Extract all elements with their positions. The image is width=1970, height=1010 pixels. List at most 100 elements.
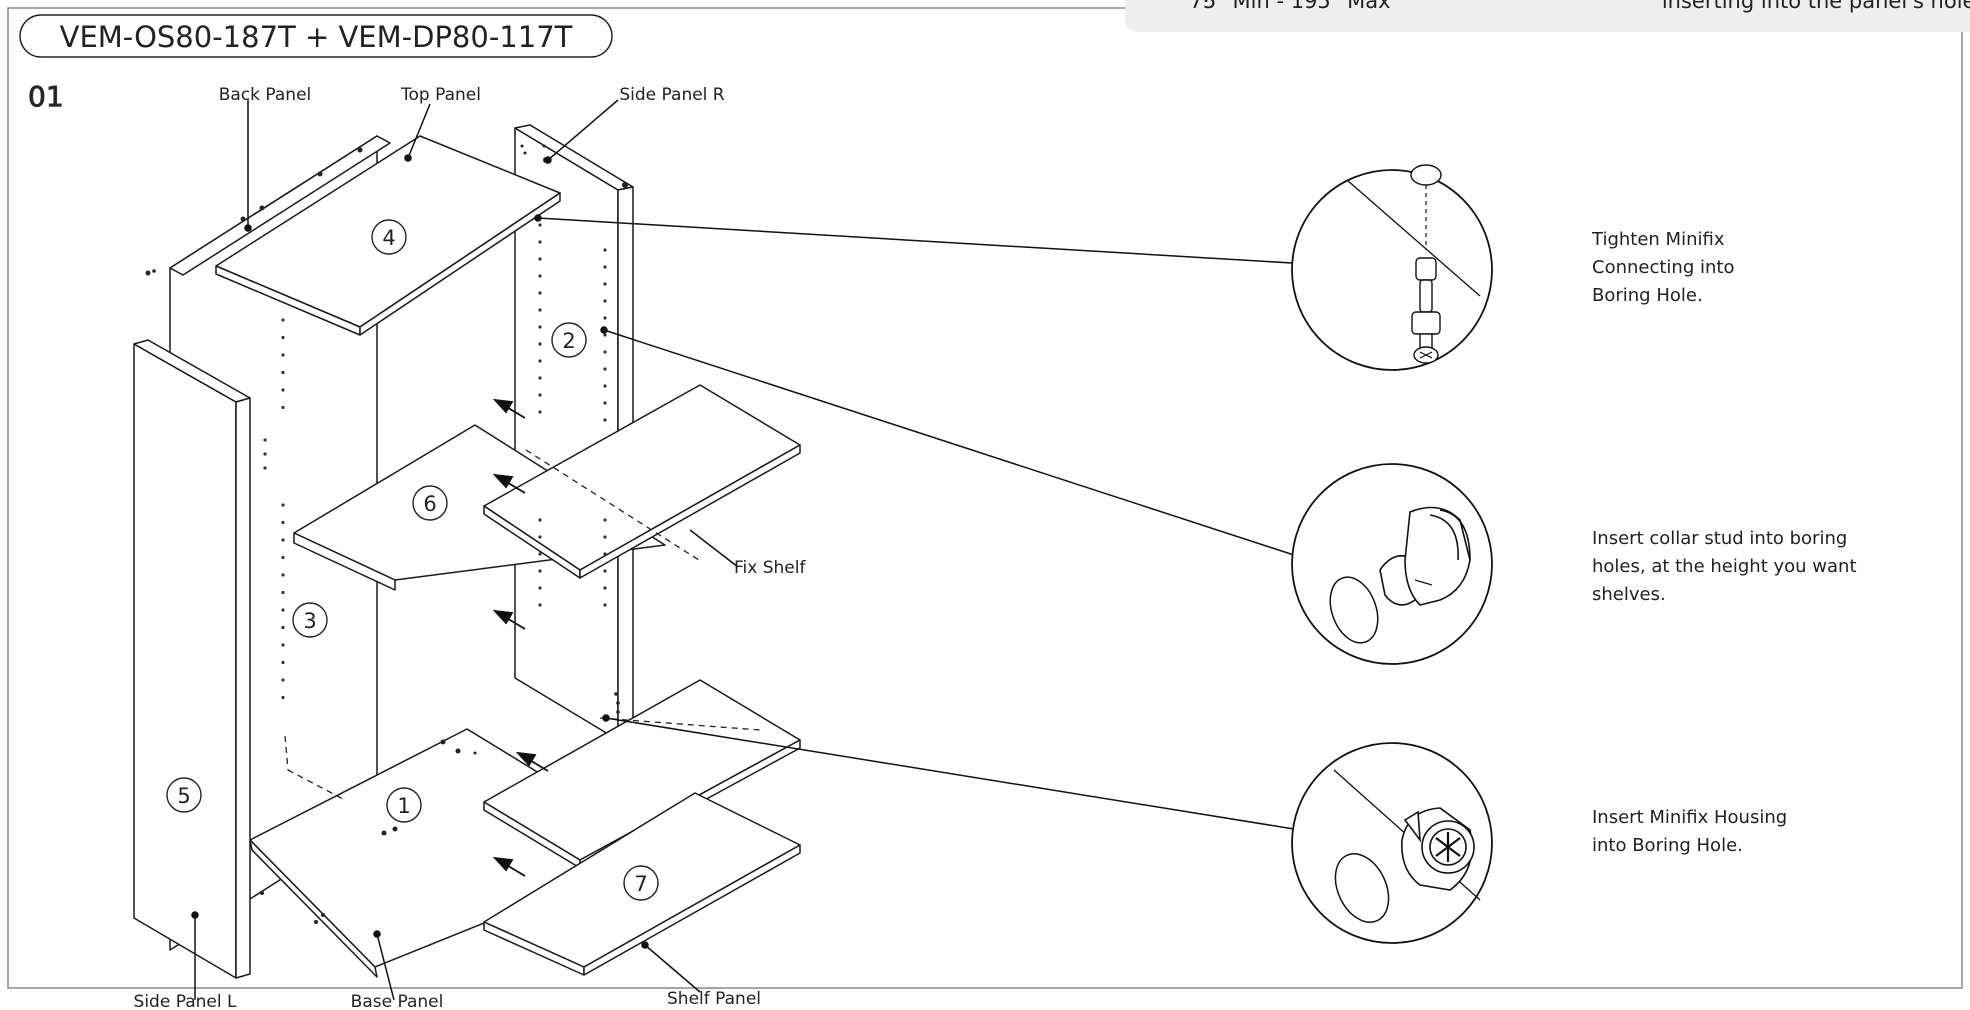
boring-hole xyxy=(281,388,285,392)
banner-text-right: inserting into the panel's hole. xyxy=(1662,0,1970,13)
part-number-1: 1 xyxy=(386,787,422,823)
boring-hole xyxy=(281,335,285,340)
boring-hole xyxy=(603,586,607,590)
boring-hole-icon xyxy=(1329,576,1379,644)
label-side-panel-r: Side Panel R xyxy=(619,85,724,105)
boring-hole xyxy=(281,318,285,322)
boring-hole xyxy=(538,393,542,397)
part-number-6: 6 xyxy=(412,485,448,521)
boring-hole xyxy=(281,590,285,595)
svg-text:1: 1 xyxy=(397,794,410,818)
boring-hole xyxy=(603,518,607,522)
part-number-4: 4 xyxy=(371,219,407,255)
svg-text:2: 2 xyxy=(562,329,575,353)
boring-hole xyxy=(538,569,542,573)
boring-hole xyxy=(603,535,607,539)
hole-columns xyxy=(263,223,607,700)
part-number-5: 5 xyxy=(166,777,202,813)
boring-hole xyxy=(603,248,607,252)
detail-1-line-1: Tighten Minifix xyxy=(1591,229,1725,250)
model-title-box: VEM-OS80-187T + VEM-DP80-117T xyxy=(19,14,613,58)
label-fix-shelf: Fix Shelf xyxy=(734,558,806,578)
detail-leaders xyxy=(534,214,1301,831)
housing-hole-icon xyxy=(1334,853,1390,923)
detail-collar-stud xyxy=(1291,463,1493,665)
boring-hole xyxy=(263,466,267,470)
side-panel-l xyxy=(133,339,251,979)
boring-hole xyxy=(538,274,542,278)
boring-hole xyxy=(603,552,607,556)
boring-hole xyxy=(603,418,607,422)
boring-hole xyxy=(281,678,285,682)
assembly-arrows xyxy=(492,398,549,877)
boring-hole xyxy=(603,282,607,286)
boring-hole xyxy=(538,518,542,522)
svg-text:7: 7 xyxy=(634,872,647,896)
boring-hole xyxy=(281,405,285,410)
boring-hole xyxy=(281,695,285,700)
svg-text:6: 6 xyxy=(423,492,436,516)
boring-hole xyxy=(281,353,285,357)
top-banner: 75" Min - 195" Max inserting into the pa… xyxy=(1125,0,1970,32)
boring-hole xyxy=(281,608,285,612)
detail-1-line-3: Boring Hole. xyxy=(1592,285,1703,306)
bolt-hole-icon xyxy=(1410,164,1442,186)
minifix-bolt-icon xyxy=(1411,257,1441,364)
svg-text:4: 4 xyxy=(382,226,395,250)
boring-hole xyxy=(538,240,542,244)
part-number-3: 3 xyxy=(292,602,328,638)
shelf-panel-upper xyxy=(483,384,801,579)
detail-3-line-1: Insert Minifix Housing xyxy=(1592,807,1787,828)
boring-hole xyxy=(538,410,542,414)
boring-hole xyxy=(603,367,607,371)
boring-hole xyxy=(538,586,542,590)
detail-1-line-2: Connecting into xyxy=(1592,257,1734,278)
boring-hole xyxy=(603,265,607,269)
boring-hole xyxy=(538,535,542,539)
boring-hole xyxy=(538,359,542,363)
banner-text-left: 75" Min - 195" Max xyxy=(1189,0,1390,13)
label-side-panel-l: Side Panel L xyxy=(134,992,237,1010)
minifix-housing-icon xyxy=(1401,807,1475,891)
boring-hole xyxy=(281,520,285,525)
svg-text:5: 5 xyxy=(177,784,190,808)
step-number: 01 xyxy=(28,80,64,113)
boring-hole xyxy=(281,538,285,542)
boring-holes xyxy=(145,144,628,924)
boring-hole xyxy=(281,503,285,507)
boring-hole xyxy=(538,257,542,261)
panel-group xyxy=(133,124,801,979)
collar-stud-icon xyxy=(1379,506,1471,606)
label-back-panel: Back Panel xyxy=(219,85,312,105)
label-leaders xyxy=(191,99,739,1001)
boring-hole xyxy=(603,299,607,303)
boring-hole xyxy=(281,573,285,577)
boring-hole xyxy=(263,438,267,442)
boring-hole xyxy=(538,552,542,556)
boring-hole xyxy=(603,384,607,388)
label-shelf-panel: Shelf Panel xyxy=(667,989,761,1009)
boring-hole xyxy=(281,643,285,647)
boring-hole xyxy=(603,350,607,354)
detail-3-line-2: into Boring Hole. xyxy=(1592,835,1743,856)
boring-hole xyxy=(281,660,285,665)
boring-hole xyxy=(603,333,607,337)
detail-2-line-1: Insert collar stud into boring xyxy=(1592,528,1847,549)
boring-hole xyxy=(603,603,607,607)
boring-hole xyxy=(538,603,542,607)
boring-hole xyxy=(603,569,607,573)
detail-minifix-housing xyxy=(1291,742,1493,944)
boring-hole xyxy=(538,376,542,380)
boring-hole xyxy=(538,308,542,312)
boring-hole xyxy=(263,452,267,456)
part-number-7: 7 xyxy=(623,865,659,901)
detail-2-line-2: holes, at the height you want xyxy=(1592,556,1857,577)
label-top-panel: Top Panel xyxy=(400,85,481,105)
detail-2-line-3: shelves. xyxy=(1592,584,1666,605)
detail-texts: Tighten Minifix Connecting into Boring H… xyxy=(1591,229,1857,856)
boring-hole xyxy=(538,291,542,295)
part-numbers: 4 2 6 3 5 1 7 xyxy=(166,219,659,901)
boring-hole xyxy=(538,325,542,329)
part-labels: Back Panel Top Panel Side Panel R Fix Sh… xyxy=(134,85,807,1010)
